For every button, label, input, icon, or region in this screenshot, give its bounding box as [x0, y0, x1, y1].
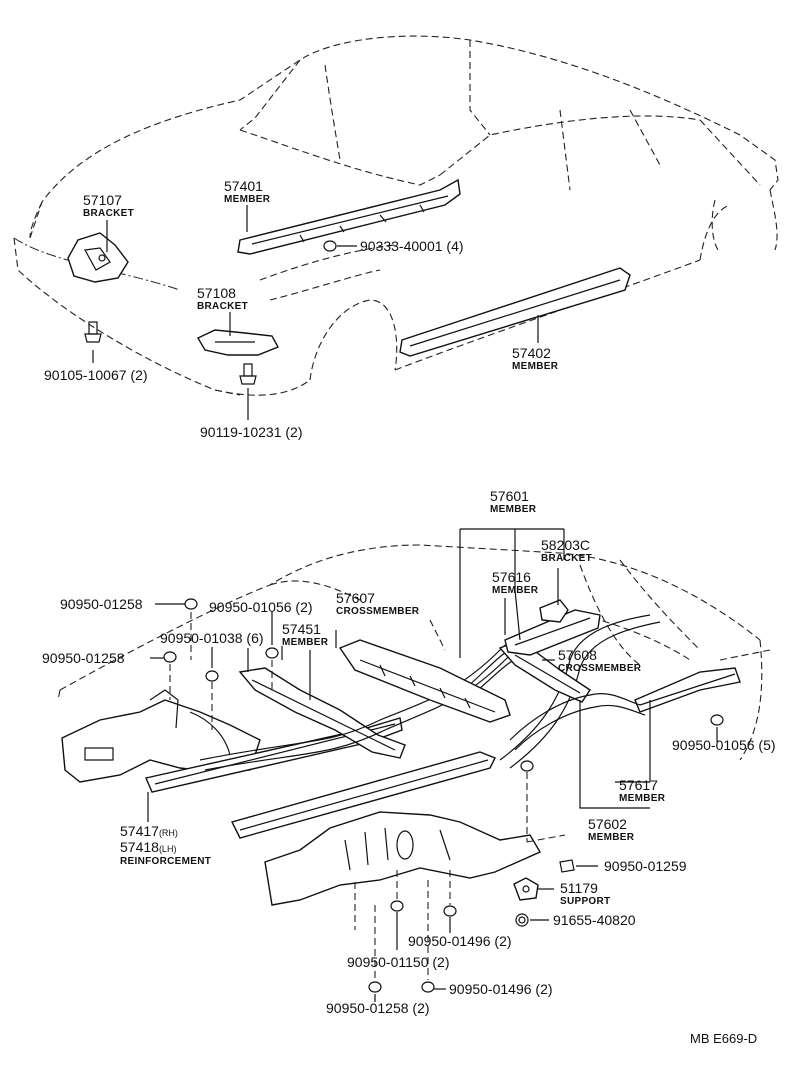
name-57601: MEMBER — [490, 504, 537, 515]
label-90105: 90105-10067 (2) — [44, 367, 148, 383]
part-57107-bracket — [67, 232, 129, 283]
label-57602: 57602 — [588, 816, 627, 832]
upper-car-body-outline — [13, 35, 779, 396]
name-57616: MEMBER — [492, 585, 539, 596]
upper-leader-lines — [92, 205, 539, 420]
label-57401: 57401 — [224, 178, 263, 194]
part-57108-bracket — [197, 329, 279, 356]
part-58203c-bracket — [539, 599, 569, 623]
label-57451: 57451 — [282, 621, 321, 637]
name-57451: MEMBER — [282, 637, 329, 648]
name-57418: REINFORCEMENT — [120, 856, 211, 867]
name-57602: MEMBER — [588, 832, 635, 843]
label-90950-01038: 90950-01038 (6) — [160, 630, 264, 646]
part-51179-support — [513, 877, 539, 901]
name-57607: CROSSMEMBER — [336, 606, 420, 617]
label-57601: 57601 — [490, 488, 529, 504]
part-57616-member — [504, 609, 601, 656]
label-90333: 90333-40001 (4) — [360, 238, 464, 254]
diagram-code: MB E669-D — [690, 1031, 757, 1046]
part-57402-member — [399, 267, 631, 357]
lower-leader-lines — [147, 528, 718, 1002]
part-57607-crossmember — [338, 639, 511, 723]
label-57608: 57608 — [558, 647, 597, 663]
label-90950-01258-a: 90950-01258 — [60, 596, 143, 612]
label-57617: 57617 — [619, 777, 658, 793]
label-90950-01259: 90950-01259 — [604, 858, 687, 874]
plug-90333 — [323, 240, 337, 252]
label-51179: 51179 — [560, 880, 598, 896]
label-57607: 57607 — [336, 590, 375, 606]
name-57617: MEMBER — [619, 793, 666, 804]
label-90950-01496-a: 90950-01496 (2) — [408, 933, 512, 949]
name-57401: MEMBER — [224, 194, 271, 205]
name-57108: BRACKET — [197, 301, 248, 312]
bolt-90105 — [84, 321, 102, 343]
name-58203c: BRACKET — [541, 553, 592, 564]
label-57417: 57417(RH) — [120, 823, 178, 839]
label-90950-01056-5: 90950-01056 (5) — [672, 737, 776, 753]
name-57608: CROSSMEMBER — [558, 663, 642, 674]
part-57602-member — [509, 693, 646, 751]
label-57107: 57107 — [83, 192, 122, 208]
label-57418: 57418(LH) — [120, 839, 176, 855]
name-57402: MEMBER — [512, 361, 559, 372]
label-57108: 57108 — [197, 285, 236, 301]
bolt-90119 — [239, 363, 257, 385]
plugs-lower — [163, 598, 724, 993]
part-57401-member — [237, 178, 461, 255]
label-90950-01258-c: 90950-01258 (2) — [326, 1000, 430, 1016]
callout-labels: 57107 BRACKET 57401 MEMBER 90333-40001 (… — [42, 178, 776, 1046]
front-floor-rail — [230, 751, 496, 839]
name-57107: BRACKET — [83, 208, 134, 219]
part-57617-member — [634, 667, 741, 713]
name-51179: SUPPORT — [560, 896, 610, 907]
label-90950-01258-b: 90950-01258 — [42, 650, 125, 666]
front-floor-panel — [264, 811, 542, 906]
lower-body-outline — [57, 544, 771, 761]
label-58203c: 58203C — [541, 537, 590, 553]
label-57616: 57616 — [492, 569, 531, 585]
label-90119: 90119-10231 (2) — [200, 424, 302, 440]
label-90950-01150: 90950-01150 (2) — [347, 954, 449, 970]
plug-90950-01259 — [559, 859, 575, 873]
nut-91655 — [515, 913, 529, 927]
label-91655: 91655-40820 — [553, 912, 636, 928]
label-90950-01056-2: 90950-01056 (2) — [209, 599, 313, 615]
label-57402: 57402 — [512, 345, 551, 361]
part-57451-member — [238, 667, 406, 759]
label-90950-01496-b: 90950-01496 (2) — [449, 981, 553, 997]
